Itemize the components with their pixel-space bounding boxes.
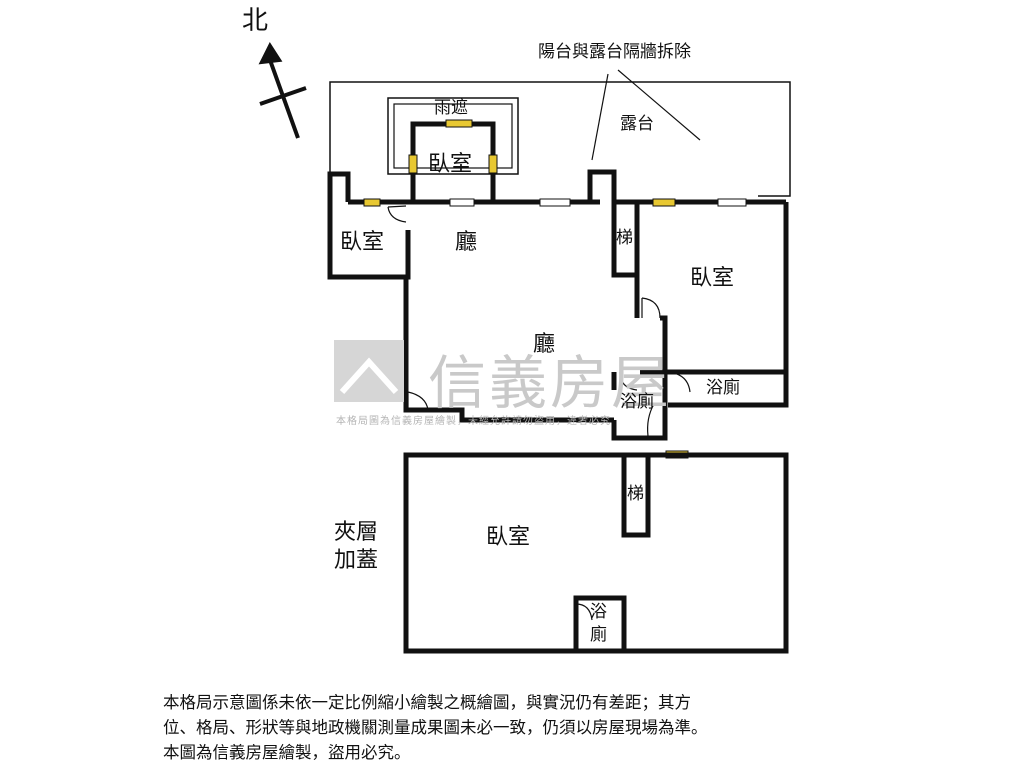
room-bath-center: 浴廁 xyxy=(620,392,654,412)
mezzanine-label-2: 加蓋 xyxy=(334,548,379,573)
canopy-outline xyxy=(387,97,519,175)
room-bath-mezz-2: 廁 xyxy=(590,625,607,645)
disclaimer: 本格局示意圖係未依一定比例縮小繪製之概繪圖，與實況仍有差距；其方 位、格局、形狀… xyxy=(163,690,883,765)
room-stairs-upper: 梯 xyxy=(616,228,633,248)
watermark-brand: 信義房屋 xyxy=(428,349,673,417)
room-bedroom-mezz: 臥室 xyxy=(486,525,531,550)
watermark-sub: 本格局圖為信義房屋繪製，未經允許請勿盜用，違者必究 xyxy=(336,416,611,427)
room-hall-upper: 廳 xyxy=(455,230,478,255)
demolished-wall-note: 陽台與露台隔牆拆除 xyxy=(538,42,691,62)
disclaimer-line-3: 本圖為信義房屋繪製，盜用必究。 xyxy=(163,743,411,762)
room-hall-center: 廳 xyxy=(533,332,556,357)
room-bedroom-west: 臥室 xyxy=(340,230,385,255)
room-bedroom-east: 臥室 xyxy=(690,266,735,291)
room-bedroom-north: 臥室 xyxy=(428,152,473,177)
terrace-label: 露台 xyxy=(620,114,654,134)
room-bath-mezz-1: 浴 xyxy=(590,602,607,622)
disclaimer-line-2: 位、格局、形狀等與地政機關測量成果圖未必一致，仍須以房屋現場為準。 xyxy=(163,718,708,737)
north-label: 北 xyxy=(242,6,269,36)
brand-logo-icon xyxy=(334,340,404,402)
mezzanine-label-1: 夾層 xyxy=(334,520,379,545)
terrace-outline xyxy=(329,81,791,197)
disclaimer-line-1: 本格局示意圖係未依一定比例縮小繪製之概繪圖，與實況仍有差距；其方 xyxy=(163,693,691,712)
room-stairs-mezz: 梯 xyxy=(627,484,644,504)
north-arrow-icon xyxy=(258,41,307,139)
canopy-label: 雨遮 xyxy=(434,98,468,118)
mezzanine-walls xyxy=(403,452,789,654)
doors xyxy=(387,205,691,437)
room-bath-east: 浴廁 xyxy=(706,378,740,398)
